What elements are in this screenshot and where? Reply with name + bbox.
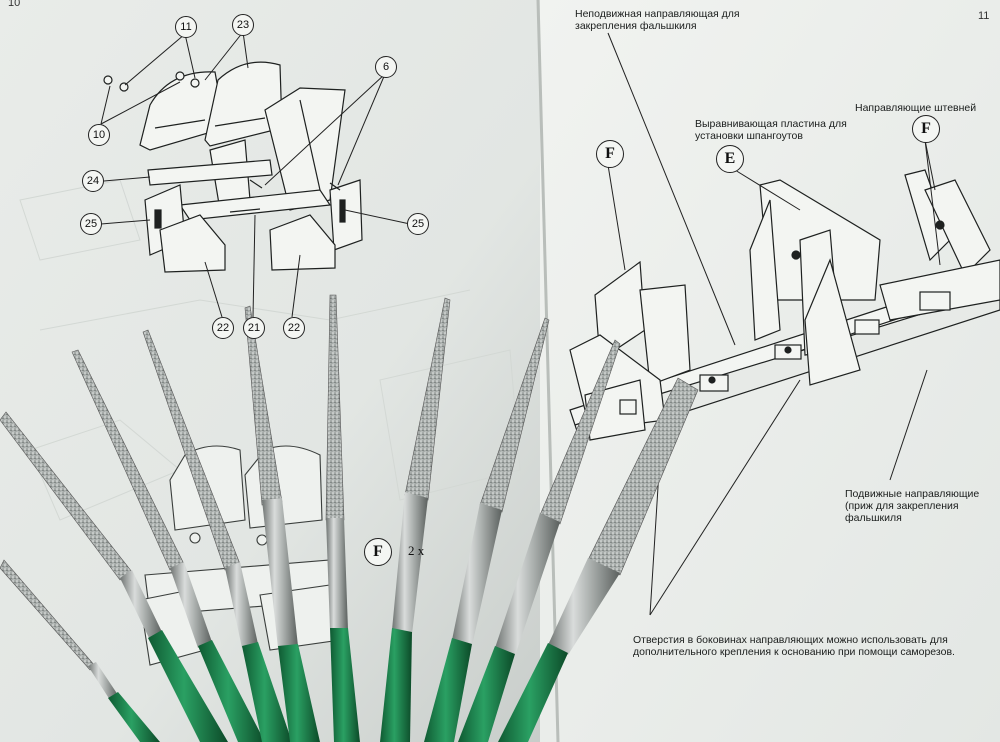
needle-file	[424, 317, 550, 742]
callout-23: 23	[232, 14, 254, 36]
section-label-e: E	[716, 145, 744, 173]
section-label-f-right: F	[912, 115, 940, 143]
callout-25-right: 25	[407, 213, 429, 235]
callout-21: 21	[243, 317, 265, 339]
needle-file	[0, 559, 160, 742]
annotation-holes-note: Отверстия в боковинах направляющих можно…	[633, 634, 955, 659]
callout-22-right: 22	[283, 317, 305, 339]
section-label-f-left: F	[596, 140, 624, 168]
quantity-label: 2 x	[408, 543, 425, 558]
right-leaders	[607, 32, 941, 616]
annotation-movable-guides: Подвижные направляющие (приж для закрепл…	[845, 488, 980, 525]
section-label-f-small: F	[364, 538, 392, 566]
callout-22-left: 22	[212, 317, 234, 339]
callout-25-left: 25	[80, 213, 102, 235]
needle-file	[142, 329, 292, 742]
callout-11: 11	[175, 16, 197, 38]
exploded-assembly-drawing	[103, 61, 363, 273]
annotation-fixed-guide: Неподвижная направляющая для закрепления…	[575, 8, 740, 33]
annotation-stem-guides: Направляющие штевней	[855, 102, 977, 114]
needle-file	[458, 339, 621, 742]
callout-6: 6	[375, 56, 397, 78]
needle-file	[498, 377, 699, 742]
callout-leaders	[100, 31, 411, 318]
callout-24: 24	[82, 170, 104, 192]
needle-file	[380, 297, 451, 742]
annotation-leveling-plate: Выравнивающая пластина для установки шпа…	[695, 118, 847, 143]
callout-10: 10	[88, 124, 110, 146]
needle-files	[0, 294, 699, 742]
page-number-right: 11	[978, 10, 990, 22]
page-number-left: 10	[8, 0, 21, 9]
needle-file	[325, 294, 360, 742]
needle-file	[0, 411, 228, 742]
book-spine	[536, 0, 560, 742]
needle-file	[71, 349, 265, 742]
needle-file	[244, 305, 320, 742]
